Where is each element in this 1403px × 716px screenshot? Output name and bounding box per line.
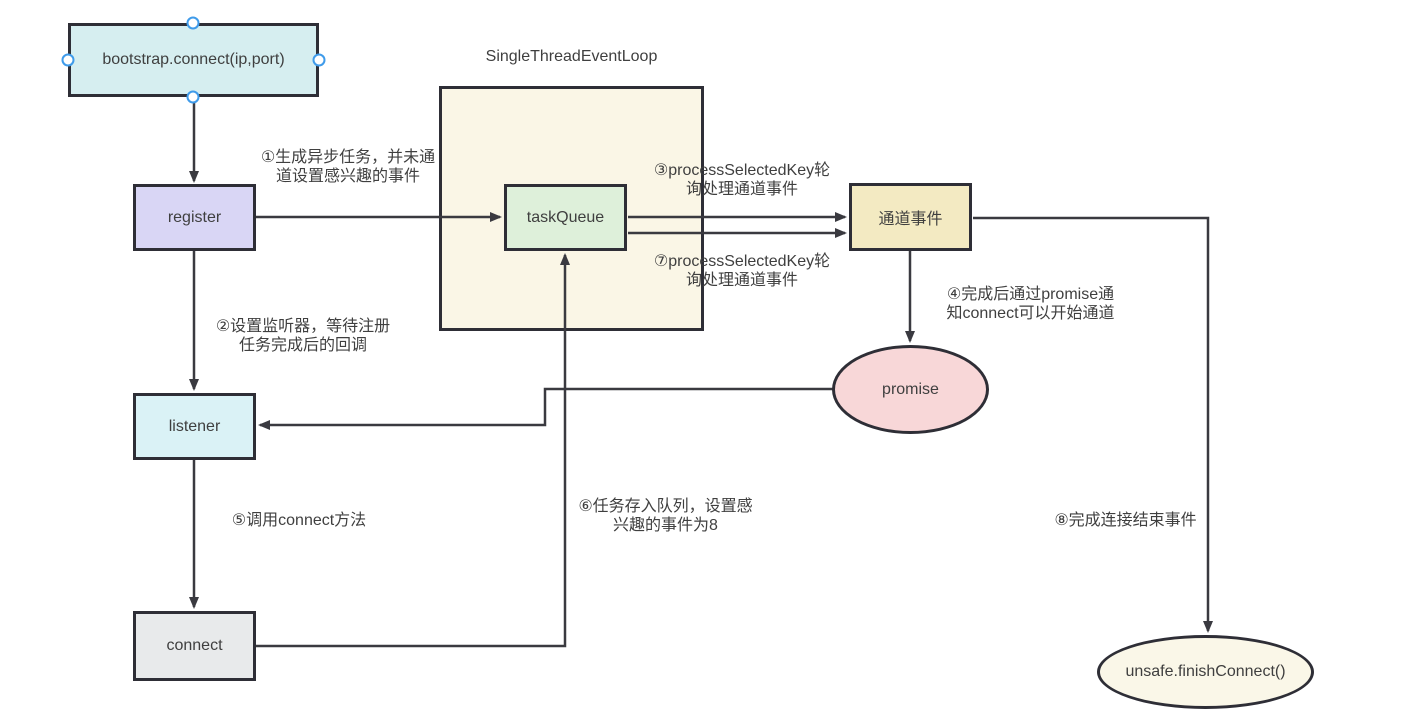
node-bootstrap-connect[interactable]: bootstrap.connect(ip,port) (68, 23, 319, 97)
edge-label-step6[interactable]: ⑥任务存入队列，设置感 兴趣的事件为8 (578, 498, 753, 534)
node-promise[interactable]: promise (832, 345, 989, 434)
node-register[interactable]: register (133, 184, 256, 251)
eventloop-title[interactable]: SingleThreadEventLoop (485, 48, 658, 65)
selection-handle-top[interactable] (186, 16, 200, 30)
edge-label-step1[interactable]: ①生成异步任务，并未通 道设置感兴趣的事件 (260, 149, 436, 185)
arrow-channel-event-to-unsafe-finishconnect[interactable] (973, 216, 1213, 633)
arrow-promise-to-listener[interactable] (258, 387, 833, 430)
edge-label-step8[interactable]: ⑧完成连接结束事件 (1054, 512, 1197, 529)
node-listener[interactable]: listener (133, 393, 256, 460)
node-taskqueue[interactable]: taskQueue (504, 184, 627, 251)
edge-label-step3[interactable]: ③processSelectedKey轮 询处理通道事件 (653, 162, 831, 198)
selection-handle-left[interactable] (61, 53, 75, 67)
node-channel-event[interactable]: 通道事件 (849, 183, 972, 251)
selection-handle-bottom[interactable] (186, 90, 200, 104)
edge-label-step2[interactable]: ②设置监听器，等待注册 任务完成后的回调 (215, 318, 391, 354)
edge-label-step7[interactable]: ⑦processSelectedKey轮 询处理通道事件 (653, 253, 831, 289)
edge-label-step4[interactable]: ④完成后通过promise通 知connect可以开始通道 (946, 286, 1115, 322)
node-unsafe-finishconnect[interactable]: unsafe.finishConnect() (1097, 635, 1314, 709)
arrow-connect-to-taskqueue[interactable] (256, 253, 570, 648)
node-connect[interactable]: connect (133, 611, 256, 681)
edge-label-step5[interactable]: ⑤调用connect方法 (231, 512, 367, 529)
selection-handle-right[interactable] (312, 53, 326, 67)
